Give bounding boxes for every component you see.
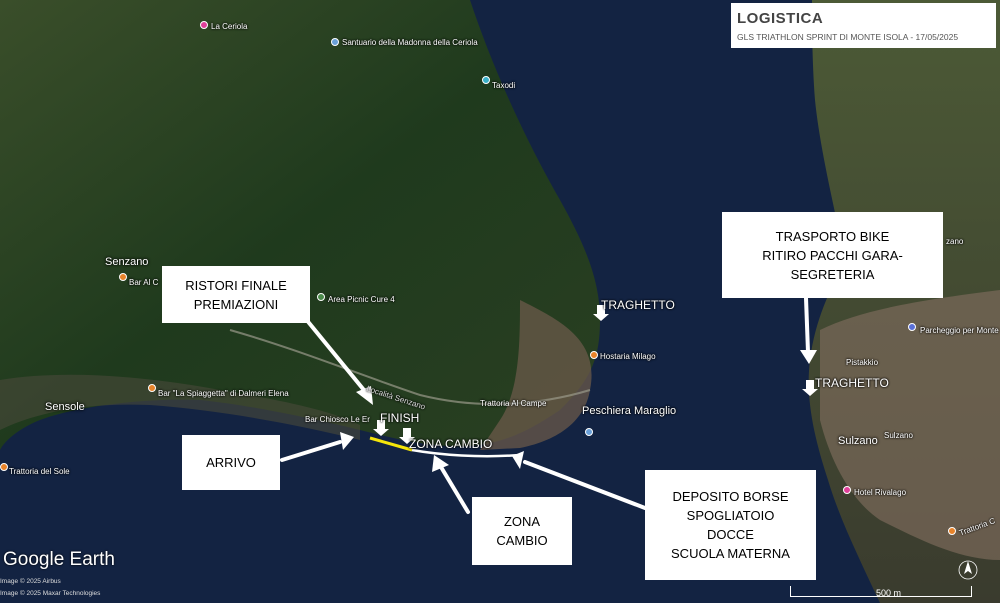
poi-pin-bar-spiaggetta[interactable]: [148, 384, 156, 392]
place-trattoria-campe: Trattoria Al Campe: [480, 399, 547, 408]
finish-course-highlight: [369, 436, 413, 452]
credit-maxar: Image © 2025 Maxar Technologies: [0, 590, 101, 597]
poi-pin-santuario[interactable]: [331, 38, 339, 46]
place-hotel-rivalago: Hotel Rivalago: [854, 488, 907, 497]
poi-pin-trattoria-sole[interactable]: [0, 463, 8, 471]
place-santuario: Santuario della Madonna della Ceriola: [342, 38, 478, 47]
poi-pin-trattoria-c[interactable]: [948, 527, 956, 535]
callout-deposito-line3: DOCCE: [707, 527, 754, 542]
place-zano: zano: [946, 237, 964, 246]
poi-pin-peschiera[interactable]: [585, 428, 593, 436]
callout-ristori-line1: RISTORI FINALE: [185, 277, 287, 293]
callout-deposito-line4: SCUOLA MATERNA: [671, 546, 790, 561]
callout-deposito: DEPOSITO BORSE SPOGLIATOIO DOCCE SCUOLA …: [645, 470, 816, 580]
callout-trasporto-line3: SEGRETERIA: [790, 266, 875, 282]
callout-trasporto-line1: TRASPORTO BIKE: [775, 228, 890, 244]
tag-traghetto-west: TRAGHETTO: [601, 298, 675, 312]
tag-traghetto-east: TRAGHETTO: [815, 376, 889, 390]
tag-zona-cambio: ZONA CAMBIO: [409, 437, 493, 451]
place-sensole: Sensole: [45, 401, 85, 413]
place-sulzano-big: Sulzano: [838, 435, 878, 447]
scale-label: 500 m: [876, 588, 902, 598]
north-arrow-icon: [958, 560, 978, 580]
place-area-picnic: Area Picnic Cure 4: [328, 295, 395, 304]
shoreline-course: [411, 448, 521, 458]
callout-deposito-line2: SPOGLIATOIO: [686, 508, 775, 523]
poi-pin-la-ceriola[interactable]: [200, 21, 208, 29]
callout-ristori-line2: PREMIAZIONI: [193, 296, 279, 312]
tag-finish: FINISH: [380, 411, 420, 425]
poi-pin-hostaria[interactable]: [590, 351, 598, 359]
callout-deposito-line1: DEPOSITO BORSE: [672, 489, 789, 504]
place-bar-chiosco: Bar Chiosco Le Er: [305, 415, 370, 424]
place-senzano: Senzano: [105, 256, 149, 268]
sulzano-town: [820, 290, 1000, 560]
poi-pin-area-picnic[interactable]: [317, 293, 325, 301]
place-parcheggio: Parcheggio per Monte: [920, 326, 999, 335]
callout-ristori: RISTORI FINALE PREMIAZIONI: [162, 266, 310, 323]
place-trattoria-sole: Trattoria del Sole: [9, 467, 70, 476]
callout-trasporto: TRASPORTO BIKE RITIRO PACCHI GARA- SEGRE…: [722, 212, 943, 298]
island-landmass: [0, 0, 600, 450]
place-pistakkio: Pistakkio: [846, 358, 879, 367]
village-peschiera: [480, 300, 592, 450]
place-hostaria: Hostaria Milago: [600, 352, 656, 361]
place-bar-al-c: Bar Al C: [129, 278, 159, 287]
title-card: LOGISTICA GLS TRIATHLON SPRINT DI MONTE …: [731, 3, 996, 48]
poi-pin-taxodi[interactable]: [482, 76, 490, 84]
credit-airbus: Image © 2025 Airbus: [0, 578, 61, 585]
callout-arrivo: ARRIVO: [182, 435, 280, 490]
title: LOGISTICA: [737, 10, 824, 27]
google-earth-logo: Google Earth: [3, 549, 115, 570]
poi-pin-bar-al-c[interactable]: [119, 273, 127, 281]
callout-trasporto-line2: RITIRO PACCHI GARA-: [762, 247, 903, 263]
poi-pin-parcheggio[interactable]: [908, 323, 916, 331]
callout-zona-cambio: ZONA CAMBIO: [472, 497, 572, 565]
poi-pin-hotel-rivalago[interactable]: [843, 486, 851, 494]
place-taxodi: Taxodi: [492, 81, 516, 90]
callout-zona-line1: ZONA: [503, 514, 541, 529]
marker-arrows: [373, 305, 818, 444]
scale-bar: [790, 586, 972, 597]
callout-arrivo-line1: ARRIVO: [206, 455, 256, 470]
place-bar-spiaggetta: Bar "La Spiaggetta" di Dalmeri Elena: [158, 389, 289, 398]
subtitle: GLS TRIATHLON SPRINT DI MONTE ISOLA - 17…: [737, 32, 959, 42]
callout-arrows: [280, 296, 817, 514]
place-sulzano: Sulzano: [884, 431, 913, 440]
place-peschiera: Peschiera Maraglio: [582, 405, 677, 417]
callout-zona-line2: CAMBIO: [496, 533, 548, 548]
place-la-ceriola: La Ceriola: [211, 22, 248, 31]
